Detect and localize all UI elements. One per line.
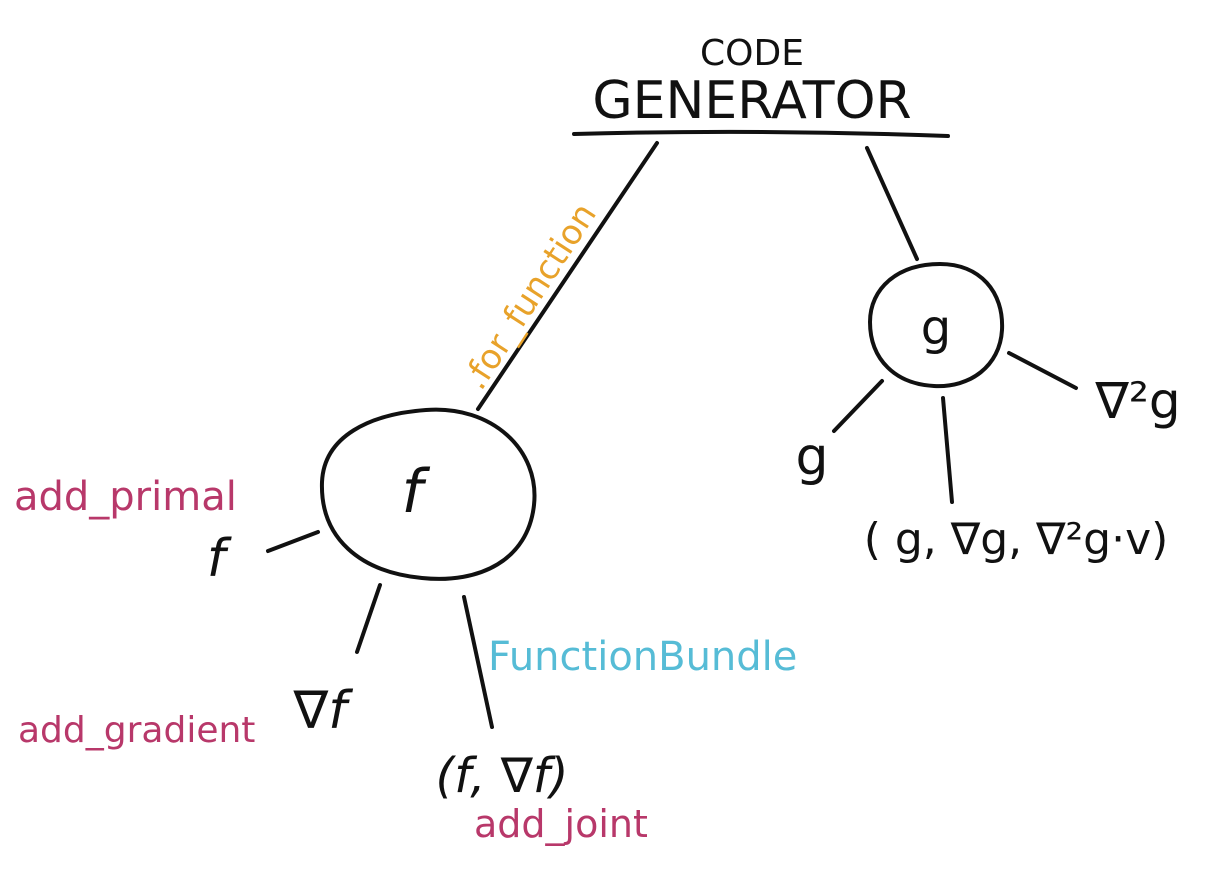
title-code: CODE xyxy=(700,33,804,74)
edge-g-to-combo xyxy=(941,396,954,504)
primal-g-symbol: g xyxy=(795,427,828,487)
add-primal-method: add_primal xyxy=(14,474,237,520)
edge-f-to-joint xyxy=(462,595,494,729)
edge-g-to-primal xyxy=(832,379,884,433)
primal-f-symbol: f xyxy=(207,529,232,589)
node-g-label: g xyxy=(921,300,951,356)
edge-g-to-hessian xyxy=(1007,351,1078,390)
gradient-f-symbol: ∇f xyxy=(292,681,353,741)
edge-generator-to-f xyxy=(476,141,659,411)
joint-f-symbol: (f, ∇f) xyxy=(435,748,568,804)
combo-g-symbol: ( g, ∇g, ∇²g·v) xyxy=(864,514,1169,565)
edge-f-to-primal xyxy=(266,530,320,553)
edge-generator-to-g xyxy=(865,146,919,261)
title-underline xyxy=(572,129,950,138)
edge-f-to-gradient xyxy=(355,583,382,654)
node-f-label: f xyxy=(401,457,430,527)
add-joint-method: add_joint xyxy=(474,802,648,846)
title-generator: GENERATOR xyxy=(592,71,911,131)
function-bundle-label: FunctionBundle xyxy=(488,634,797,680)
node-f-circle xyxy=(319,407,537,581)
for-function-label: .for_function xyxy=(455,196,605,397)
node-g-circle xyxy=(868,262,1005,389)
hessian-g-symbol: ∇²g xyxy=(1094,372,1180,430)
add-gradient-method: add_gradient xyxy=(18,710,255,751)
